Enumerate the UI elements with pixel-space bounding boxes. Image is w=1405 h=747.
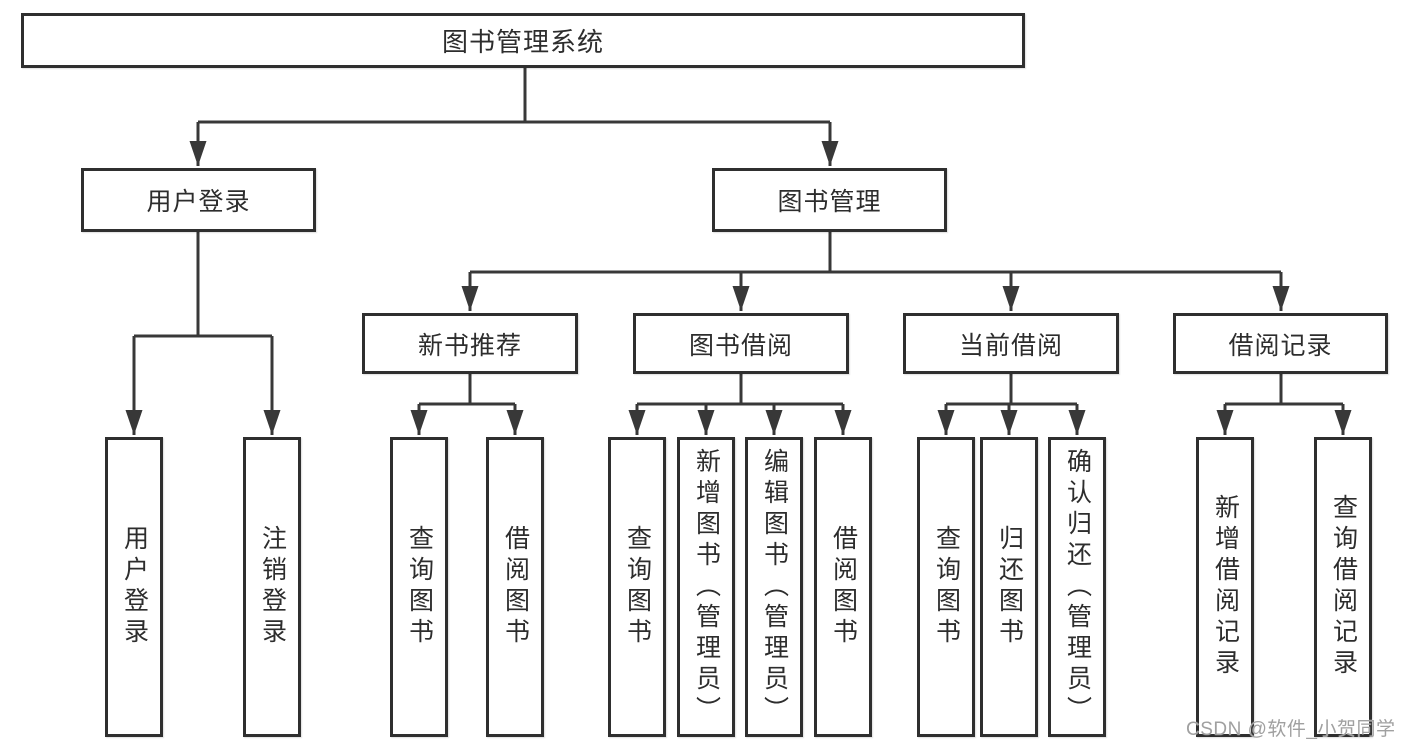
leaf-label: 借阅图书 — [501, 525, 530, 649]
leaf-label: 注销登录 — [258, 525, 287, 649]
connector-tree-lines — [134, 68, 1343, 406]
node-root: 图书管理系统 — [21, 13, 1025, 68]
node-leaf-bb-edit-books: 编辑图书（管理员） — [745, 437, 803, 737]
node-leaf-rec-query-books: 查询图书 — [390, 437, 448, 737]
node-leaf-bb-add-books: 新增图书（管理员） — [677, 437, 735, 737]
node-leaf-rec-borrow-books: 借阅图书 — [486, 437, 544, 737]
leaf-label: 用户登录 — [120, 525, 149, 649]
leaf-label: 查询图书 — [623, 525, 652, 649]
node-leaf-br-add-record: 新增借阅记录 — [1196, 437, 1254, 737]
leaf-label: 查询图书 — [932, 525, 961, 649]
node-leaf-cb-query-books: 查询图书 — [917, 437, 975, 737]
node-leaf-cb-confirm-return: 确认归还（管理员） — [1048, 437, 1106, 737]
node-leaf-bb-query-books: 查询图书 — [608, 437, 666, 737]
node-leaf-br-query-record: 查询借阅记录 — [1314, 437, 1372, 737]
leaf-label: 查询借阅记录 — [1329, 494, 1358, 680]
node-current-borrow: 当前借阅 — [903, 313, 1119, 374]
node-leaf-user-login: 用户登录 — [105, 437, 163, 737]
csdn-watermark: CSDN @软件_小贺同学 — [1186, 719, 1396, 740]
node-book-borrow: 图书借阅 — [633, 313, 849, 374]
leaf-label: 查询图书 — [405, 525, 434, 649]
leaf-label: 编辑图书（管理员） — [760, 447, 789, 727]
node-user-login-group: 用户登录 — [81, 168, 316, 232]
node-leaf-logout: 注销登录 — [243, 437, 301, 737]
leaf-label: 归还图书 — [995, 525, 1024, 649]
node-new-book-rec: 新书推荐 — [362, 313, 578, 374]
leaf-label: 新增图书（管理员） — [692, 447, 721, 727]
node-book-mgmt: 图书管理 — [712, 168, 947, 232]
leaf-label: 借阅图书 — [829, 525, 858, 649]
leaf-label: 确认归还（管理员） — [1063, 447, 1092, 727]
node-borrow-records: 借阅记录 — [1173, 313, 1388, 374]
node-leaf-cb-return-books: 归还图书 — [980, 437, 1038, 737]
node-leaf-bb-borrow-books: 借阅图书 — [814, 437, 872, 737]
leaf-label: 新增借阅记录 — [1211, 494, 1240, 680]
